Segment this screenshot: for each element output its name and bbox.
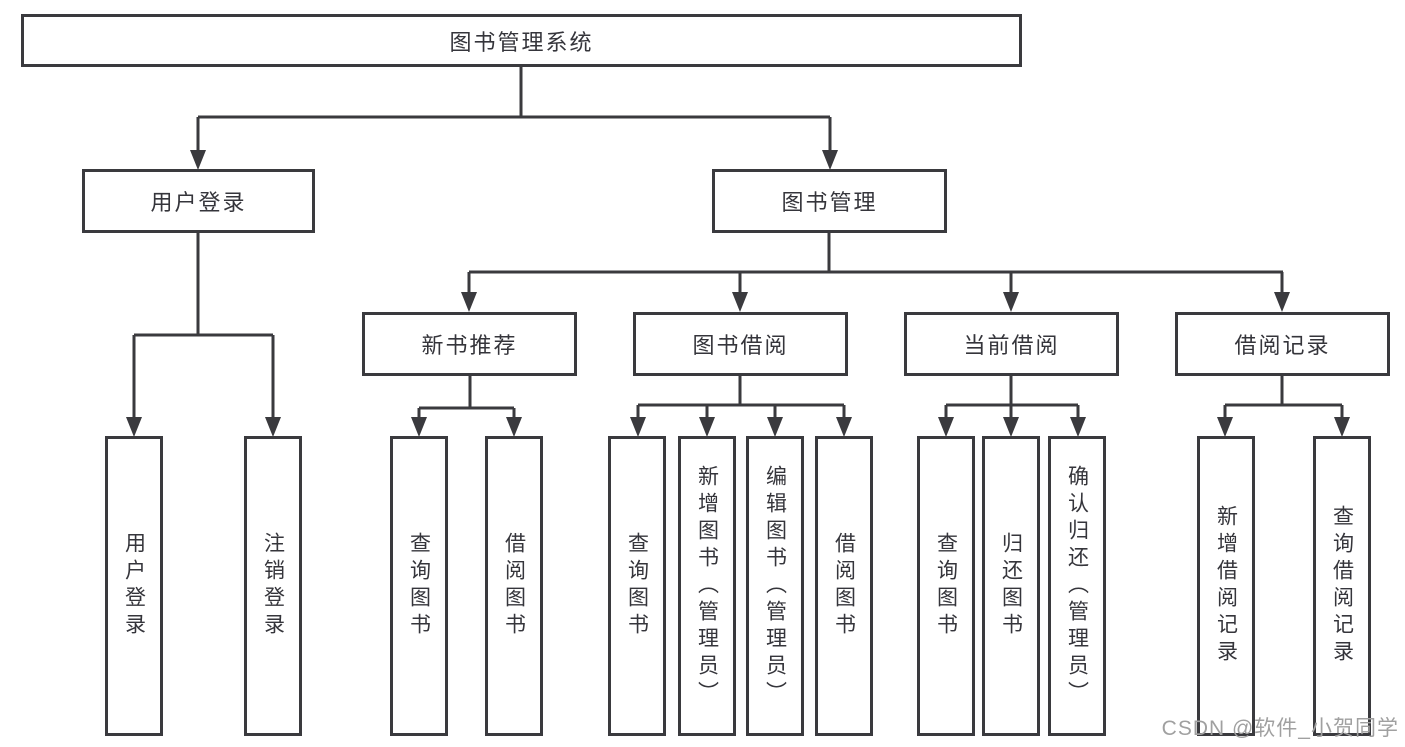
node-book-borrow: 图书借阅: [633, 312, 848, 376]
node-root-system: 图书管理系统: [21, 14, 1022, 67]
node-borrow-records: 借阅记录: [1175, 312, 1390, 376]
leaf-recommend-borrow-books: 借阅图书: [485, 436, 543, 736]
node-book-management: 图书管理: [712, 169, 947, 233]
leaf-current-query-books: 查询图书: [917, 436, 975, 736]
leaf-borrow-add-books-admin: 新增图书（管理员）: [678, 436, 736, 736]
node-current-borrow: 当前借阅: [904, 312, 1119, 376]
leaf-borrow-query-books: 查询图书: [608, 436, 666, 736]
node-user-login: 用户登录: [82, 169, 315, 233]
leaf-records-add-record: 新增借阅记录: [1197, 436, 1255, 736]
leaf-user-login: 用户登录: [105, 436, 163, 736]
watermark-text: CSDN @软件_小贺同学: [1161, 717, 1399, 740]
leaf-borrow-borrow-books: 借阅图书: [815, 436, 873, 736]
leaf-records-query-record: 查询借阅记录: [1313, 436, 1371, 736]
leaf-borrow-edit-books-admin: 编辑图书（管理员）: [746, 436, 804, 736]
node-new-book-recommend: 新书推荐: [362, 312, 577, 376]
leaf-current-return-books: 归还图书: [982, 436, 1040, 736]
leaf-logout: 注销登录: [244, 436, 302, 736]
leaf-recommend-query-books: 查询图书: [390, 436, 448, 736]
leaf-current-confirm-return-admin: 确认归还（管理员）: [1048, 436, 1106, 736]
